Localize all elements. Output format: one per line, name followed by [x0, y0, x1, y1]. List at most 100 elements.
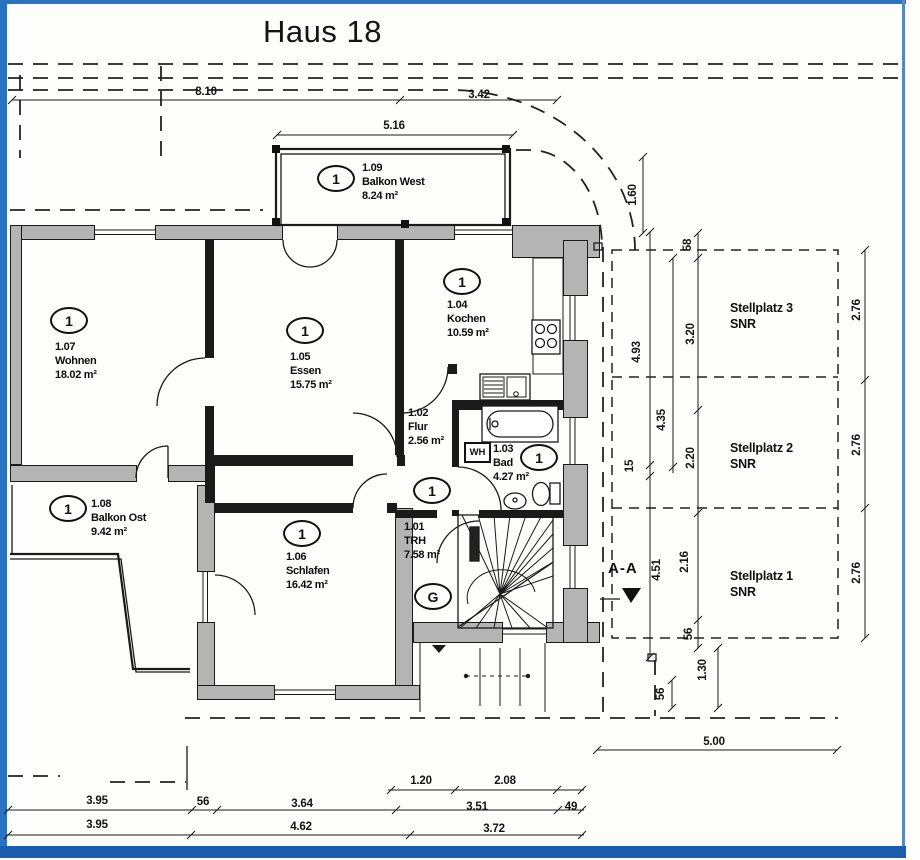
section-marker-icon	[600, 588, 641, 603]
dimension-line	[592, 745, 842, 755]
dimension-label: 2.16	[679, 551, 691, 573]
dimension-line	[645, 227, 655, 662]
window-glyphs	[95, 229, 576, 695]
dimension-label: 15	[624, 459, 636, 473]
water-heater-box: WH	[464, 442, 491, 463]
dimension-line	[386, 785, 587, 795]
room-name: Flur	[408, 421, 428, 433]
bathtub-icon	[481, 405, 559, 443]
scan-border-right	[902, 0, 905, 846]
room-area: 4.27 m²	[493, 471, 529, 483]
room-name: Wohnen	[55, 355, 97, 367]
room-area: 2.56 m²	[408, 435, 444, 447]
parking-space-right: SNR	[730, 317, 756, 331]
dimension-label: 2.20	[685, 447, 697, 469]
room-name: Essen	[290, 365, 321, 377]
dimension-label: 5.00	[703, 736, 725, 748]
wall	[10, 225, 22, 465]
dimension-line	[3, 830, 587, 840]
dimension-label: 1.20	[410, 775, 432, 787]
room-number: 1.04	[447, 299, 468, 311]
dimension-label: 56	[655, 687, 667, 701]
parking-space-name: Stellplatz 2	[730, 441, 793, 455]
dimension-label: 49	[564, 801, 578, 813]
partition	[395, 367, 404, 455]
wall	[563, 588, 588, 643]
parking-space-name: Stellplatz 3	[730, 301, 793, 315]
room-number: 1.06	[286, 551, 307, 563]
unit-badge: 1	[49, 495, 87, 522]
dimension-line	[3, 805, 587, 815]
door-arcs	[135, 239, 502, 616]
partition	[479, 510, 563, 518]
parking-space-right: SNR	[730, 585, 756, 599]
room-name: Balkon Ost	[91, 512, 147, 524]
parking-space-label: Stellplatz 3 SNR	[730, 300, 793, 332]
unit-badge: 1	[283, 520, 321, 547]
dimension-line	[7, 95, 562, 105]
scan-border-top	[0, 0, 906, 4]
dimension-label: 3.95	[86, 795, 108, 807]
parking-stalls-outline	[611, 249, 839, 639]
partition	[205, 455, 215, 503]
unit-badge: 1	[413, 477, 451, 504]
room-number: 1.09	[362, 162, 383, 174]
partition	[452, 400, 563, 410]
kitchen-counter	[532, 257, 564, 375]
dimension-label: 4.93	[631, 341, 643, 363]
room-area: 9.42 m²	[91, 526, 127, 538]
unit-badge: 1	[520, 444, 558, 471]
dimension-line	[713, 643, 723, 713]
wall	[563, 340, 588, 418]
partition	[205, 406, 214, 455]
kitchen-sink-icon	[479, 373, 531, 401]
dimension-label: 3.64	[291, 798, 313, 810]
balcony-west-railing	[272, 145, 512, 228]
dimension-line	[668, 253, 678, 473]
room-area: 18.02 m²	[55, 369, 97, 381]
room-number: 1.01	[404, 521, 425, 533]
partition	[205, 455, 353, 466]
room-number: 1.02	[408, 407, 429, 419]
dimension-label: 2.76	[851, 562, 863, 584]
entrance-steps	[419, 643, 546, 712]
section-marker-label: A-A	[608, 560, 638, 577]
partition	[215, 503, 353, 513]
room-number: 1.03	[493, 443, 514, 455]
dimension-label: 2.08	[494, 775, 516, 787]
partition	[387, 503, 397, 513]
dimension-label: 1.30	[697, 659, 709, 681]
washbasin-icon	[503, 492, 527, 510]
scan-border-left	[0, 0, 7, 857]
wall	[563, 464, 588, 546]
dimension-label: 58	[682, 238, 694, 252]
room-name: Schlafen	[286, 565, 330, 577]
stove-icon	[531, 319, 561, 355]
dimension-label: 3.42	[468, 89, 490, 101]
dimension-label: 2.76	[851, 299, 863, 321]
bathroom-fixtures	[481, 405, 561, 510]
dimension-line	[272, 130, 518, 140]
room-number: 1.08	[91, 498, 112, 510]
dimension-label: 3.20	[685, 323, 697, 345]
ground-indicator: G	[414, 583, 452, 610]
room-area: 16.42 m²	[286, 579, 328, 591]
partition	[395, 510, 437, 518]
dimension-label: 2.76	[851, 434, 863, 456]
dimension-line	[667, 675, 677, 713]
room-name: Bad	[493, 457, 513, 469]
room-area: 8.24 m²	[362, 190, 398, 202]
partition	[452, 410, 459, 467]
dimension-label: 8.10	[195, 86, 217, 98]
